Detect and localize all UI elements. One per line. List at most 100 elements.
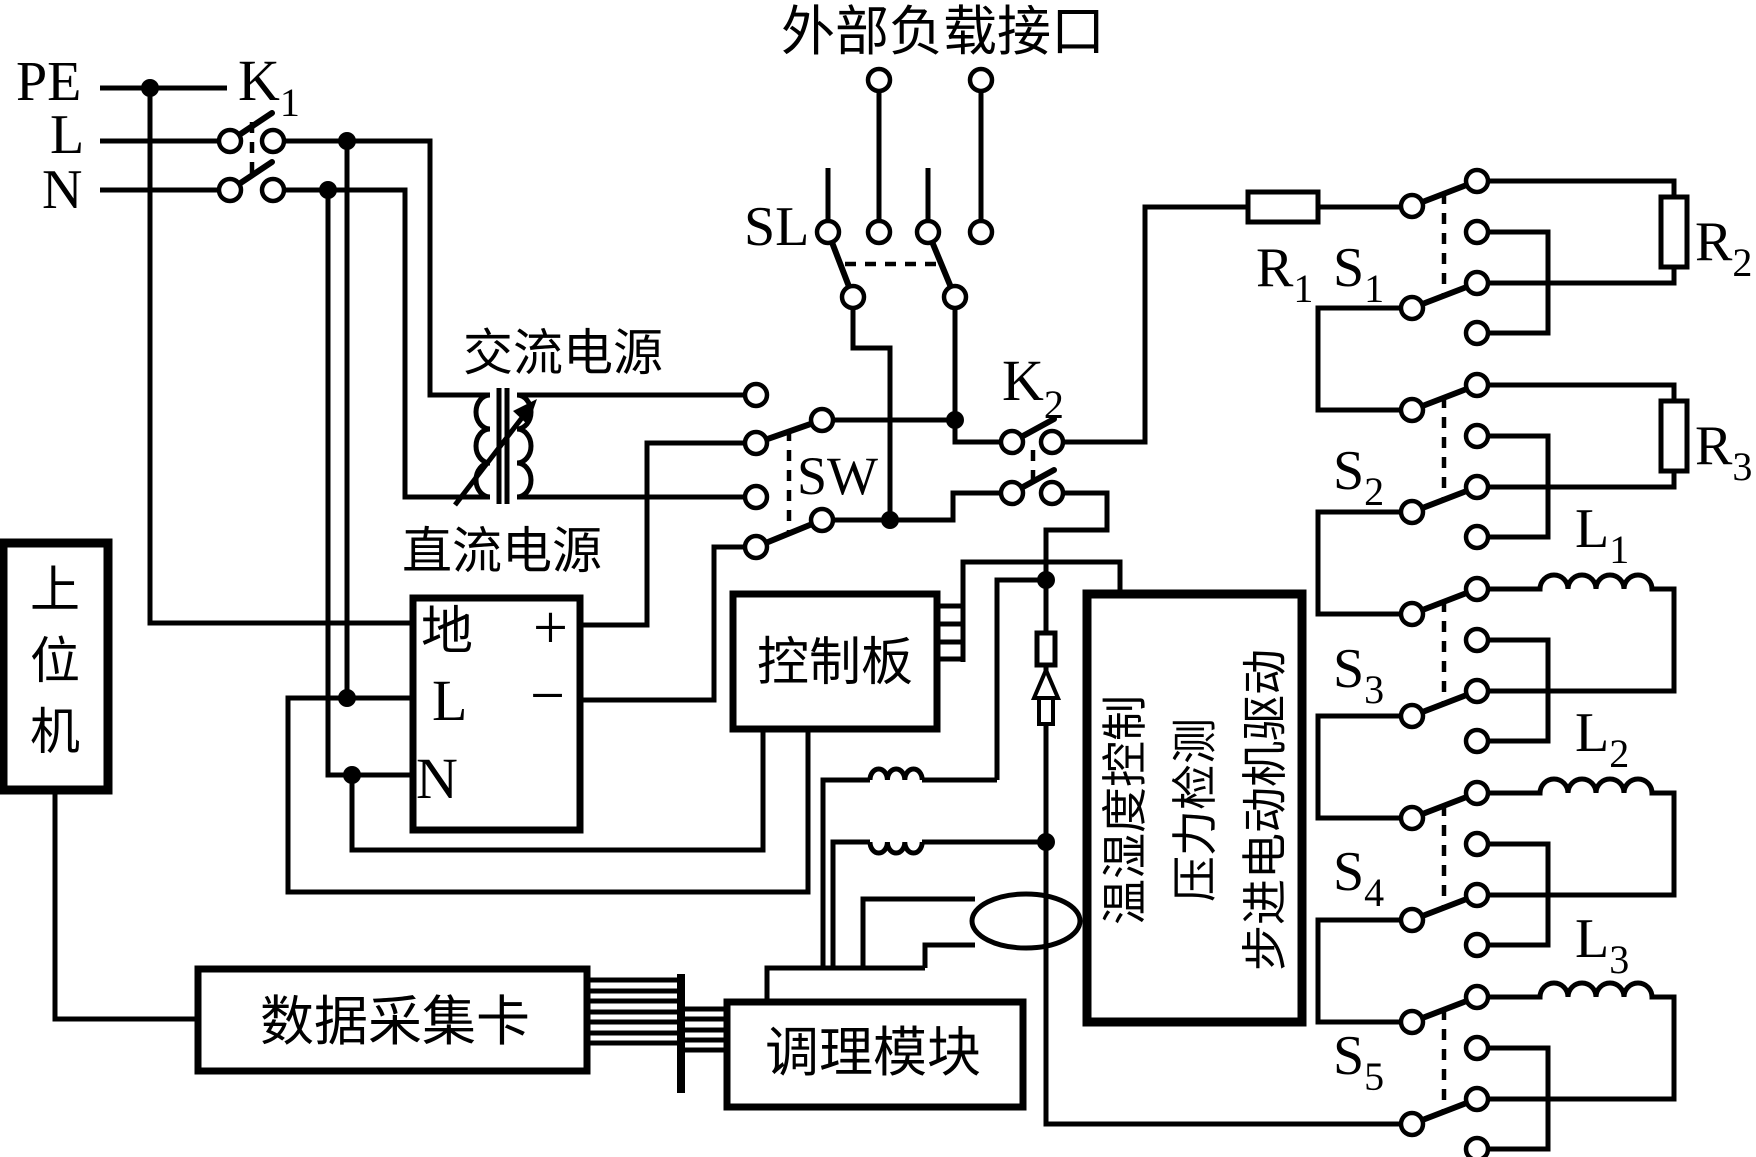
s1-bypass: [1477, 229, 1551, 336]
s5-pole[interactable]: [1398, 1110, 1426, 1138]
s3-load-l1: [1477, 572, 1677, 694]
l3-label: L3: [1575, 908, 1629, 982]
dc-supply-label: 直流电源: [402, 523, 602, 579]
main-return-wire: [1043, 722, 1412, 1127]
secondary-terminal[interactable]: [742, 381, 770, 409]
env-control-box: [1082, 589, 1307, 1027]
sl-contact[interactable]: [967, 218, 995, 246]
env-line2-label: 压力检测: [1170, 718, 1221, 902]
s5-pole[interactable]: [1398, 1008, 1426, 1036]
junction-dots: [141, 79, 1055, 851]
s2-throw[interactable]: [1463, 523, 1491, 551]
n-to-transformer-wire: [273, 187, 490, 500]
sense-tap-wire: [994, 577, 1046, 780]
s3-throw[interactable]: [1463, 626, 1491, 654]
s1-pole[interactable]: [1398, 294, 1426, 322]
junction-dot: [343, 766, 361, 784]
k2-contact[interactable]: [1038, 428, 1066, 456]
s3-pole[interactable]: [1398, 600, 1426, 628]
module-boxes: [0, 538, 1307, 1111]
s4-pole[interactable]: [1398, 906, 1426, 934]
s1-throw[interactable]: [1463, 218, 1491, 246]
sw-contact[interactable]: [742, 429, 770, 457]
r3-label: R3: [1695, 415, 1752, 489]
s1-pole[interactable]: [1398, 192, 1426, 220]
host-to-daq-wire: [52, 790, 198, 1022]
ac-supply-label: 交流电源: [463, 325, 663, 381]
k1-contact[interactable]: [216, 176, 244, 204]
junction-dot: [1037, 833, 1055, 851]
flow-arrow: [1030, 664, 1062, 726]
s5-load-l3: [1477, 980, 1677, 1102]
sw-contact[interactable]: [808, 406, 836, 434]
conditioning-bus: [764, 965, 925, 1002]
s2-load-top: [1477, 382, 1677, 401]
pe-to-ground-wire: [147, 88, 413, 626]
s1-throw[interactable]: [1463, 167, 1491, 195]
s2-throw[interactable]: [1463, 422, 1491, 450]
s3-throw[interactable]: [1463, 575, 1491, 603]
s2-load-bottom: [1477, 471, 1677, 490]
k1-contact[interactable]: [216, 127, 244, 155]
sl-contact[interactable]: [839, 283, 867, 311]
flow-arrow-shaft: [1037, 696, 1055, 726]
s5-throw[interactable]: [1463, 1085, 1491, 1113]
junction-dot: [1037, 571, 1055, 589]
s4-throw[interactable]: [1463, 931, 1491, 959]
terminals: [216, 66, 1491, 1157]
pe-label: PE: [16, 51, 81, 113]
s3-label: S3: [1333, 638, 1384, 712]
k1-contact[interactable]: [259, 176, 287, 204]
labels-layer: PE L N K1 外部负载接口 SL 交流电源 直流电源 SW K2 地 L …: [16, 2, 1752, 1099]
s5-throw[interactable]: [1463, 983, 1491, 1011]
daq-card-box: [194, 965, 591, 1075]
s3-throw[interactable]: [1463, 727, 1491, 755]
sl-contact[interactable]: [865, 218, 893, 246]
s2-pole[interactable]: [1398, 396, 1426, 424]
s4-pole[interactable]: [1398, 804, 1426, 832]
s5-throw[interactable]: [1463, 1135, 1491, 1157]
sw-contact[interactable]: [742, 533, 770, 561]
sw-contact[interactable]: [808, 506, 836, 534]
ac-variable-transformer: [453, 388, 537, 507]
s3-pole[interactable]: [1398, 702, 1426, 730]
resistor-r3: [1658, 398, 1690, 474]
s4-throw[interactable]: [1463, 779, 1491, 807]
s5-label: S5: [1333, 1025, 1384, 1099]
sl-contact[interactable]: [814, 218, 842, 246]
env-line3-label: 步进电动机驱动: [1240, 649, 1291, 971]
s5-throw[interactable]: [1463, 1034, 1491, 1062]
control-board-box: [729, 590, 941, 733]
s2-throw[interactable]: [1463, 371, 1491, 399]
s4-throw[interactable]: [1463, 881, 1491, 909]
s2-throw[interactable]: [1463, 473, 1491, 501]
s1-throw[interactable]: [1463, 319, 1491, 347]
ext-load-terminal[interactable]: [865, 66, 893, 94]
k2-contact[interactable]: [1038, 479, 1066, 507]
ct-link1: [860, 896, 975, 968]
s4-throw[interactable]: [1463, 830, 1491, 858]
sl-contact[interactable]: [914, 218, 942, 246]
dc-ground-label: 地: [421, 604, 473, 661]
variable-arrow-head: [513, 399, 537, 425]
sl-contact[interactable]: [941, 283, 969, 311]
k2-contact[interactable]: [998, 479, 1026, 507]
dc-minus-wire: [580, 544, 756, 703]
s3-throw[interactable]: [1463, 677, 1491, 705]
dc-live-label: L: [432, 668, 467, 733]
dc-supply-box: [409, 594, 584, 834]
junction-dot: [946, 411, 964, 429]
ext-load-terminal[interactable]: [967, 66, 995, 94]
k2-contact[interactable]: [998, 428, 1026, 456]
k1-contact[interactable]: [259, 127, 287, 155]
s1-throw[interactable]: [1463, 269, 1491, 297]
r1-label: R1: [1256, 237, 1313, 311]
secondary-terminal[interactable]: [742, 483, 770, 511]
conditioning-module-label: 调理模块: [765, 1023, 981, 1083]
resistor-r1: [1245, 189, 1321, 225]
junction-dot: [141, 79, 159, 97]
chain-s1-s2: [1315, 305, 1412, 413]
s2-pole[interactable]: [1398, 498, 1426, 526]
